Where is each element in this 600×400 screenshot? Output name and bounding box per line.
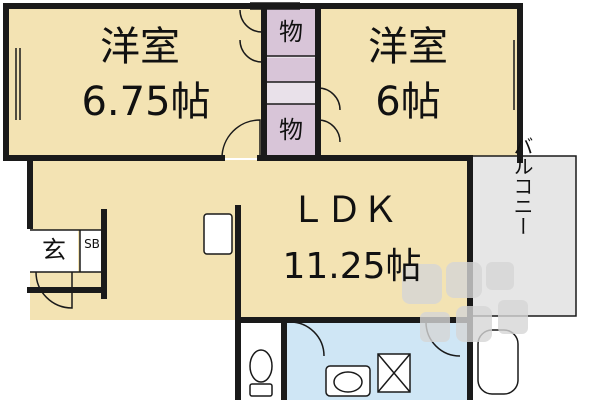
closet-top-area [266,6,316,56]
closet-bottom-area [266,104,316,156]
washbasin-icon [325,365,371,397]
balcony-label: バルコニー [510,136,534,236]
room-ldk-name: ＬＤＫ [290,190,398,231]
entrance-label: 玄 [42,236,66,264]
shoe-box-label: SB [84,237,100,251]
closet-mid-area [266,58,316,82]
closet-top-label: 物 [279,18,303,46]
shower-drain-icon [377,353,411,393]
shoe-box-area [80,230,104,272]
room-western-left-area [6,6,264,158]
room-ldk-size: 11.25帖 [282,246,421,287]
room-western-right-area [318,6,520,158]
walls [3,3,523,400]
windows [15,2,519,120]
room-western-left-size: 6.75帖 [81,79,210,125]
watermark-logo [402,262,528,342]
room-western-right-name: 洋室 [368,24,448,70]
entrance-area [30,230,78,272]
kitchen-sink-icon [203,213,233,255]
bathtub-icon [477,329,519,395]
closet-bottom-label: 物 [279,116,303,144]
toilet-icon [249,349,273,397]
room-western-left-name: 洋室 [100,24,180,70]
room-western-right-size: 6帖 [375,79,440,125]
